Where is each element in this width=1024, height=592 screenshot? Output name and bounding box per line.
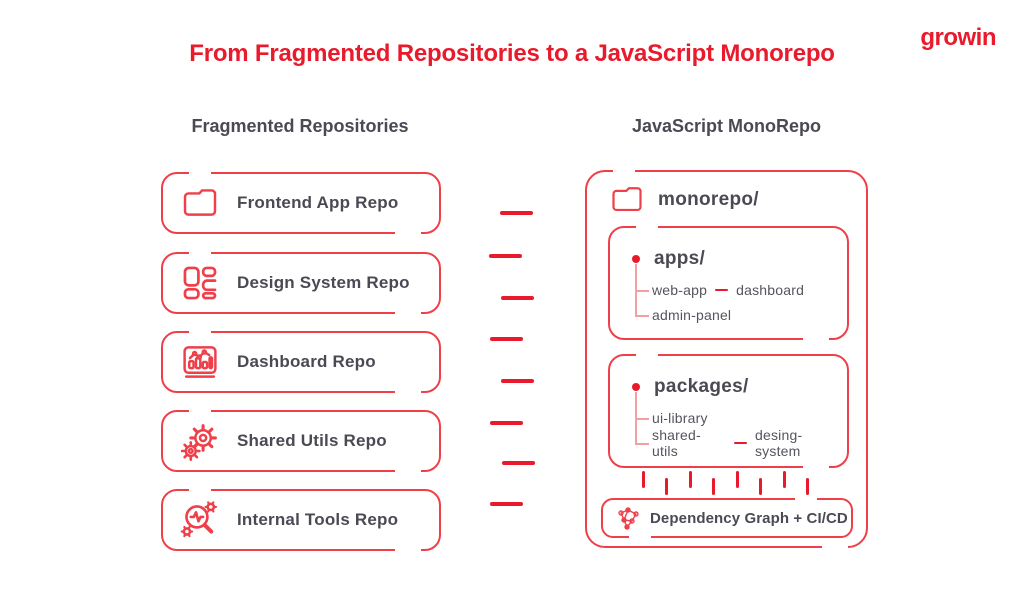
repo-label: Shared Utils Repo xyxy=(237,431,387,450)
packages-section-box: packages/ ui-library shared-utils desing… xyxy=(608,354,849,468)
tree-item: ui-library xyxy=(652,410,708,426)
repo-card-dashboard: Dashboard Repo xyxy=(161,331,441,393)
dependency-graph-box: Dependency Graph + CI/CD xyxy=(601,498,853,538)
tree-item-row: web-app dashboard xyxy=(652,281,804,299)
connector-dash xyxy=(500,211,533,215)
page-title: From Fragmented Repositories to a JavaSc… xyxy=(189,40,835,67)
tree-item-row: shared-utils desing-system xyxy=(652,427,847,459)
tree-item-row: ui-library xyxy=(652,409,708,427)
tree-branch xyxy=(635,418,649,420)
tree-branch xyxy=(635,315,649,317)
repo-card-frontend-app: Frontend App Repo xyxy=(161,172,441,234)
connector-dash xyxy=(501,296,534,300)
tree-item: dashboard xyxy=(736,282,805,298)
folder-icon xyxy=(611,186,643,213)
connector-dash xyxy=(502,461,535,465)
tree-branch xyxy=(635,290,649,292)
left-column-heading: Fragmented Repositories xyxy=(191,116,409,136)
monorepo-container: monorepo/ apps/ web-app dashboard admin-… xyxy=(585,170,868,548)
repo-label: Frontend App Repo xyxy=(237,193,399,212)
repo-label: Internal Tools Repo xyxy=(237,510,399,529)
apps-section-box: apps/ web-app dashboard admin-panel xyxy=(608,226,849,340)
tree-item: admin-panel xyxy=(652,307,732,323)
dependency-graph-icon xyxy=(614,505,641,532)
right-column-heading: JavaScript MonoRepo xyxy=(631,116,822,136)
section-label: apps/ xyxy=(654,248,706,269)
repo-card-shared-utils: Shared Utils Repo xyxy=(161,410,441,472)
connector-dash xyxy=(490,502,523,506)
bullet-icon xyxy=(632,255,640,263)
gears-icon xyxy=(178,419,222,463)
bullet-icon xyxy=(632,383,640,391)
tick-connector xyxy=(783,471,786,488)
tick-connector xyxy=(665,478,668,495)
growin-logo: growin xyxy=(920,24,996,51)
repo-card-design-system: Design System Repo xyxy=(161,252,441,314)
connector-dash xyxy=(501,379,534,383)
search-tools-icon xyxy=(178,498,222,542)
tick-connector xyxy=(759,478,762,495)
dash-connector xyxy=(734,441,747,445)
design-system-icon xyxy=(178,261,222,305)
repo-label: Dashboard Repo xyxy=(237,352,376,371)
tick-connector xyxy=(712,478,715,495)
tick-connector xyxy=(689,471,692,488)
tree-item: shared-utils xyxy=(652,427,701,459)
repo-card-internal-tools: Internal Tools Repo xyxy=(161,489,441,551)
monorepo-root-row: monorepo/ xyxy=(611,186,759,213)
connector-dash xyxy=(490,421,523,425)
monorepo-root-label: monorepo/ xyxy=(658,188,759,210)
tree-item: web-app xyxy=(652,282,708,298)
tick-connector xyxy=(806,478,809,495)
tree-branch xyxy=(635,443,649,445)
repo-label: Design System Repo xyxy=(237,273,410,292)
dependency-graph-label: Dependency Graph + CI/CD xyxy=(650,509,848,527)
tick-connector xyxy=(736,471,739,488)
tree-item-row: admin-panel xyxy=(652,306,731,324)
tree-item: desing-system xyxy=(754,427,803,459)
dashboard-chart-icon xyxy=(178,340,222,384)
folder-icon xyxy=(178,181,222,225)
tick-connector xyxy=(642,471,645,488)
connector-dash xyxy=(490,337,523,341)
dash-connector xyxy=(715,288,729,292)
connector-dash xyxy=(489,254,522,258)
section-label: packages/ xyxy=(654,376,749,397)
